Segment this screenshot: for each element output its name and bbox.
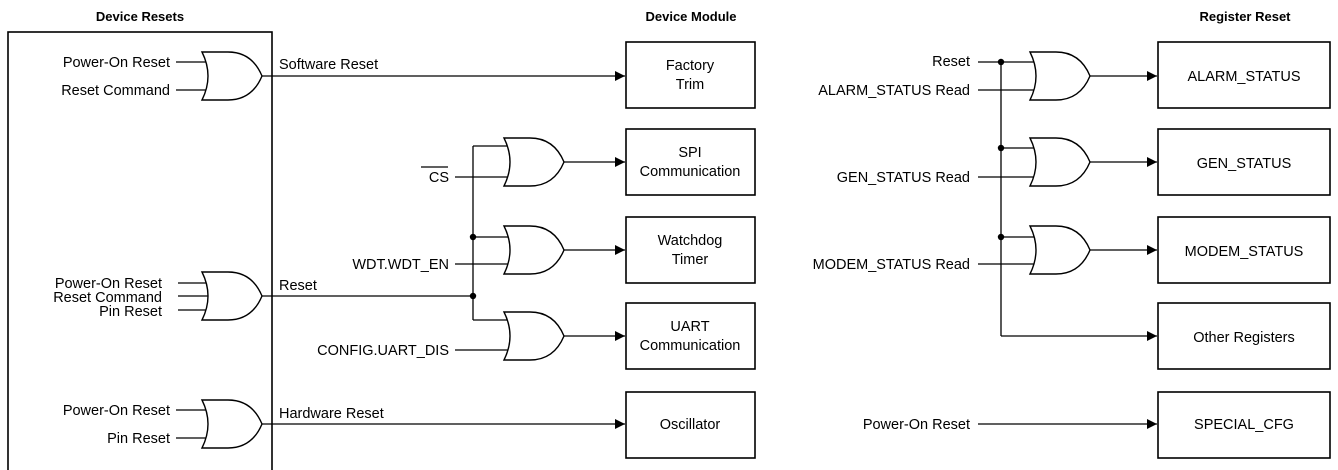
module-factory-trim: Factory Trim	[625, 41, 756, 109]
reset-bus	[262, 145, 510, 321]
software-reset-label: Software Reset	[279, 57, 378, 73]
g2-input-pin-reset: Pin Reset	[99, 304, 162, 320]
svg-text:UART: UART	[670, 319, 709, 335]
alarm-status-read-label: ALARM_STATUS Read	[818, 83, 970, 99]
module-oscillator: Oscillator	[625, 391, 756, 459]
register-gen-status: GEN_STATUS	[1157, 128, 1331, 196]
svg-text:Oscillator: Oscillator	[660, 417, 721, 433]
header-register-reset: Register Reset	[1199, 9, 1291, 24]
wdt-en-label: WDT.WDT_EN	[352, 257, 449, 273]
module-watchdog-timer: Watchdog Timer	[625, 216, 756, 284]
svg-text:SPI: SPI	[678, 145, 701, 161]
or-gate-reset	[178, 271, 263, 321]
gen-status-read-label: GEN_STATUS Read	[837, 170, 970, 186]
reset-label: Reset	[279, 278, 317, 294]
or-gate-hardware-reset	[176, 399, 263, 449]
or-gate-modem	[978, 225, 1157, 275]
or-gate-alarm	[978, 51, 1157, 101]
g3-input-pin-reset: Pin Reset	[107, 431, 170, 447]
register-reset-input: Reset	[932, 54, 970, 70]
cs-label: CS	[429, 170, 449, 186]
svg-text:Timer: Timer	[672, 252, 709, 268]
svg-text:ALARM_STATUS: ALARM_STATUS	[1187, 69, 1300, 85]
module-spi-communication: SPI Communication	[625, 128, 756, 196]
device-resets-box	[7, 31, 273, 470]
or-gate-uart	[455, 311, 625, 361]
svg-text:Watchdog: Watchdog	[658, 233, 723, 249]
register-modem-status: MODEM_STATUS	[1157, 216, 1331, 284]
or-gate-watchdog	[455, 225, 625, 275]
svg-text:Communication: Communication	[640, 338, 741, 354]
module-uart-communication: UART Communication	[625, 302, 756, 370]
svg-text:SPECIAL_CFG: SPECIAL_CFG	[1194, 417, 1294, 433]
uart-dis-label: CONFIG.UART_DIS	[317, 343, 449, 359]
g1-input-reset-command: Reset Command	[61, 83, 170, 99]
header-device-resets: Device Resets	[96, 9, 184, 24]
register-alarm-status: ALARM_STATUS	[1157, 41, 1331, 109]
or-gate-spi	[455, 137, 625, 187]
g3-input-power-on-reset: Power-On Reset	[63, 403, 170, 419]
svg-text:Trim: Trim	[676, 77, 704, 93]
or-gate-gen	[978, 137, 1157, 187]
register-por-label: Power-On Reset	[863, 417, 970, 433]
g2-input-power-on-reset: Power-On Reset	[55, 276, 162, 292]
svg-text:MODEM_STATUS: MODEM_STATUS	[1185, 244, 1304, 260]
modem-status-read-label: MODEM_STATUS Read	[813, 257, 970, 273]
register-other-registers: Other Registers	[1157, 302, 1331, 370]
register-reset-bus	[978, 58, 1157, 341]
or-gate-software-reset	[176, 51, 263, 101]
svg-text:Factory: Factory	[666, 58, 715, 74]
svg-text:Other Registers: Other Registers	[1193, 330, 1295, 346]
svg-text:GEN_STATUS: GEN_STATUS	[1197, 156, 1292, 172]
hardware-reset-label: Hardware Reset	[279, 406, 384, 422]
g2-input-reset-command: Reset Command	[53, 290, 162, 306]
header-device-module: Device Module	[645, 9, 736, 24]
register-special-cfg: SPECIAL_CFG	[1157, 391, 1331, 459]
g1-input-power-on-reset: Power-On Reset	[63, 55, 170, 71]
svg-text:Communication: Communication	[640, 164, 741, 180]
